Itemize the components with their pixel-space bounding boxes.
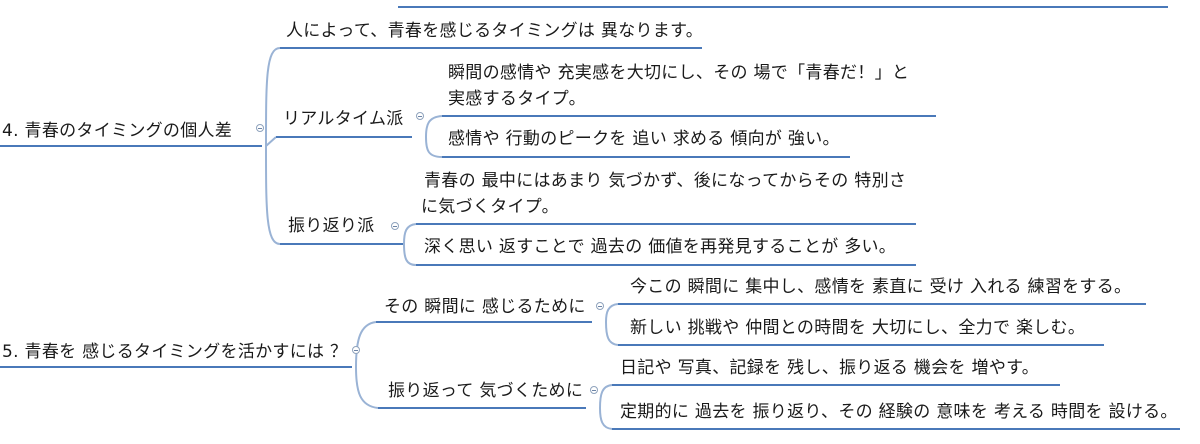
s5-moment-curves — [605, 303, 619, 346]
later-item1[interactable]: 日記や 写真、記録を 残し、振り返る 機会を 増やす。 — [620, 358, 1040, 378]
collapse-toggle-icon[interactable] — [596, 302, 604, 310]
moment-item1[interactable]: 今この 瞬間に 集中し、感情を 素直に 受け 入れる 練習をする。 — [630, 277, 1132, 297]
collapse-toggle-icon[interactable] — [256, 124, 264, 132]
moment-label[interactable]: その 瞬間に 感じるために — [384, 297, 586, 317]
reflect-item1-line1[interactable]: 青春の 最中にはあまり 気づかず、後になってからその 特別さ — [424, 171, 907, 191]
section4-title[interactable]: 4. 青春のタイミングの個人差 — [2, 121, 233, 141]
reflect-item1-line2[interactable]: に気づくタイプ。 — [421, 197, 559, 217]
s4-branch-curves — [265, 47, 281, 245]
collapse-toggle-icon[interactable] — [416, 112, 424, 120]
reflect-label[interactable]: 振り返り派 — [288, 216, 375, 236]
collapse-toggle-icon[interactable] — [352, 346, 360, 354]
moment-item2[interactable]: 新しい 挑戦や 仲間との時間を 大切にし、全力で 楽しむ。 — [630, 318, 1086, 338]
realtime-item1-line1[interactable]: 瞬間の感情や 充実感を大切にし、その 場で「青春だ！」と — [448, 63, 910, 83]
realtime-item1-line2[interactable]: 実感するタイプ。 — [448, 89, 586, 109]
s4-reflect-curves — [403, 223, 417, 266]
collapse-toggle-icon[interactable] — [391, 222, 399, 230]
collapse-toggle-icon[interactable] — [590, 386, 598, 394]
later-item2[interactable]: 定期的に 過去を 振り返り、その 経験の 意味を 考える 時間を 設ける。 — [620, 402, 1178, 422]
s5-branch-curves — [355, 321, 379, 409]
s5-later-curves — [599, 384, 613, 430]
s4-realtime-curves — [425, 115, 443, 158]
section5-title[interactable]: 5. 青春を 感じるタイミングを活かすには ？ — [2, 342, 348, 362]
section4-intro[interactable]: 人によって、青春を感じるタイミングは 異なります。 — [286, 21, 703, 41]
reflect-item2[interactable]: 深く思い 返すことで 過去の 価値を再発見することが 多い。 — [424, 237, 897, 257]
later-label[interactable]: 振り返って 気づくために — [388, 381, 584, 401]
realtime-item2[interactable]: 感情や 行動のピークを 追い 求める 傾向が 強い。 — [448, 129, 840, 149]
realtime-label[interactable]: リアルタイム派 — [283, 109, 404, 129]
